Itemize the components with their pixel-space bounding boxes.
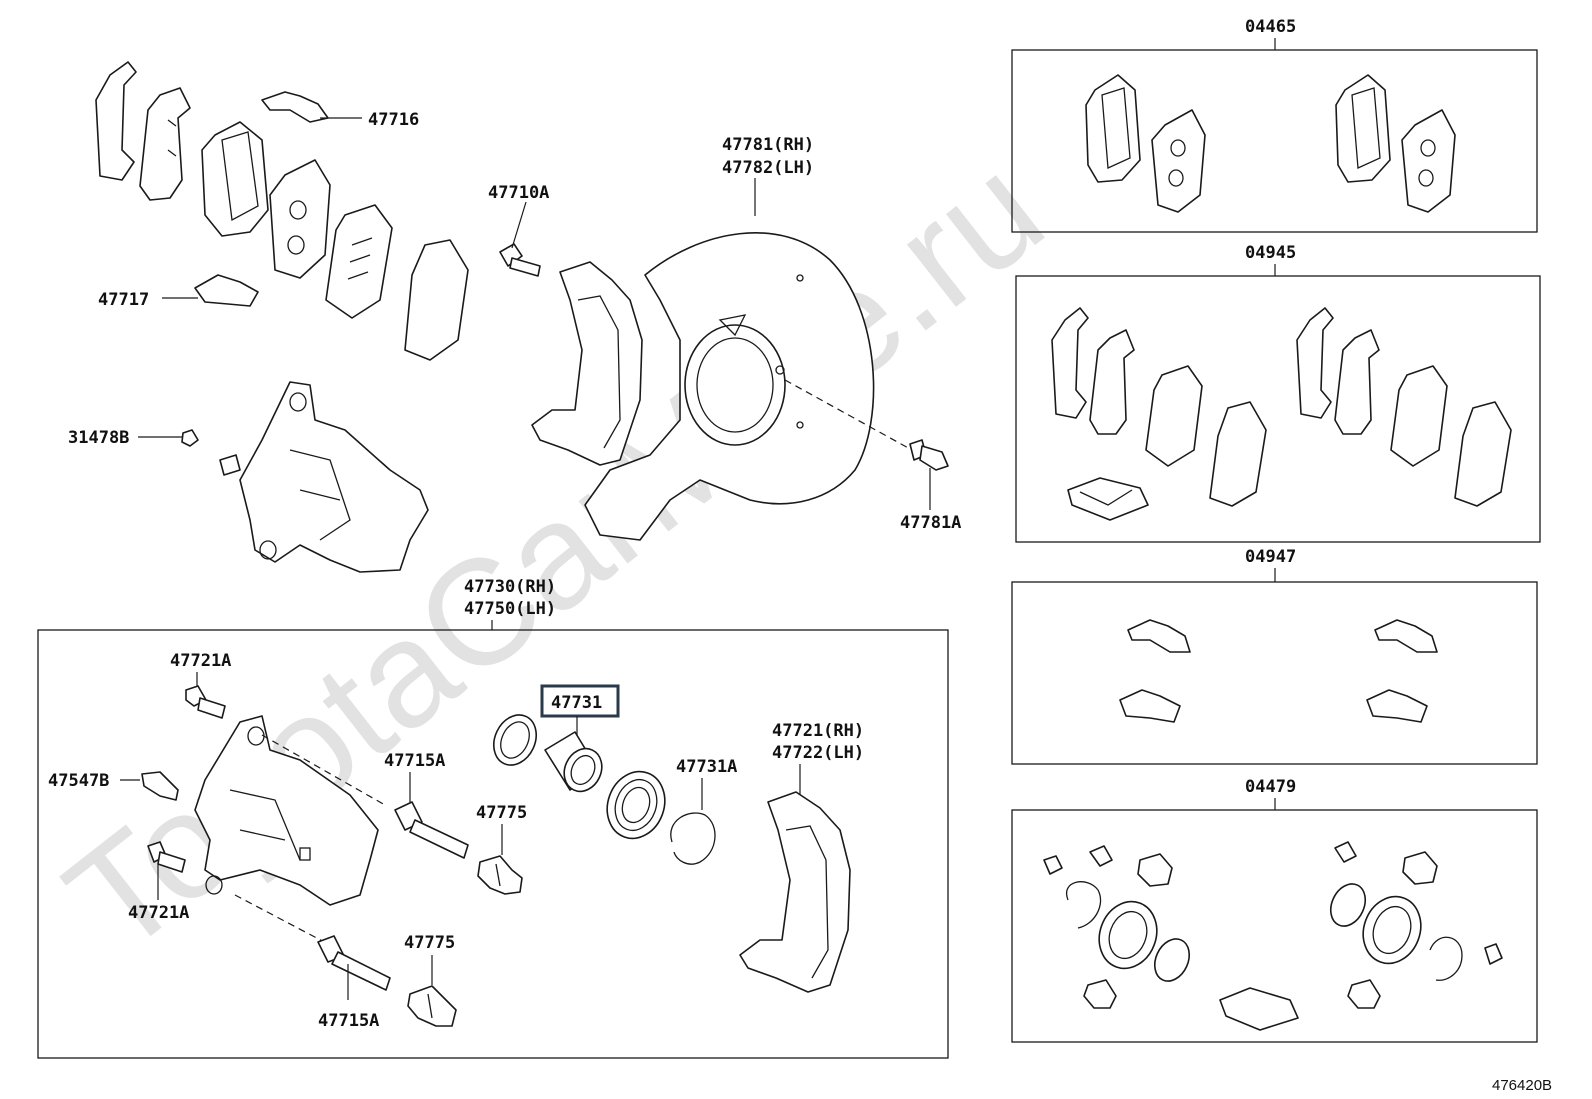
kit-box-04945 bbox=[1015, 275, 1541, 543]
part-label-47731A: 47731A bbox=[676, 757, 737, 777]
set-ring-47731A bbox=[670, 812, 716, 865]
slide-pin-47715A-top bbox=[394, 801, 469, 859]
part-label-47730-rh: 47730(RH) bbox=[464, 577, 556, 597]
part-label-47750-lh: 47750(LH) bbox=[464, 599, 556, 619]
piston-boot bbox=[606, 770, 666, 840]
kit-box-04947 bbox=[1011, 581, 1538, 765]
caliper-mounting-bracket-top bbox=[531, 261, 643, 466]
part-label-47715A-top: 47715A bbox=[384, 751, 445, 771]
kit-box-04465 bbox=[1011, 49, 1538, 233]
clip-47716 bbox=[261, 91, 329, 123]
part-label-47717: 47717 bbox=[98, 290, 149, 310]
cylinder-piston-47731 bbox=[544, 731, 603, 793]
kit-number-04479: 04479 bbox=[1245, 777, 1296, 797]
part-label-47775-top: 47775 bbox=[476, 803, 527, 823]
bolt-47781A bbox=[909, 439, 949, 471]
seal-kit-parts-04479 bbox=[1043, 841, 1503, 1031]
part-label-47721-rh: 47721(RH) bbox=[772, 721, 864, 741]
part-label-47781-rh: 47781(RH) bbox=[722, 135, 814, 155]
part-label-47721A-bottom: 47721A bbox=[128, 903, 189, 923]
part-label-47731: 47731 bbox=[551, 693, 602, 713]
shim-kit-parts-04945 bbox=[1051, 307, 1512, 521]
pin-boot-47775-top bbox=[477, 855, 523, 895]
slide-pin-47715A-bottom bbox=[317, 935, 391, 991]
part-label-47775-bottom: 47775 bbox=[404, 933, 455, 953]
disc-brake-dust-cover bbox=[584, 232, 875, 541]
kit-number-04465: 04465 bbox=[1245, 17, 1296, 37]
part-label-47710A: 47710A bbox=[488, 183, 549, 203]
watermark: ToyotaCarMine.ru bbox=[36, 124, 1072, 985]
clip-kit-parts-04947 bbox=[1119, 619, 1438, 723]
bleeder-bolt-47721A-bottom bbox=[147, 841, 186, 873]
pad-shim-group bbox=[95, 61, 469, 361]
kit-number-04945: 04945 bbox=[1245, 243, 1296, 263]
pad-kit-parts-04465 bbox=[1085, 74, 1456, 213]
part-label-47716: 47716 bbox=[368, 110, 419, 130]
part-label-47721A-top: 47721A bbox=[170, 651, 231, 671]
caliper-mounting-bracket-bottom bbox=[739, 791, 851, 993]
kit-number-04947: 04947 bbox=[1245, 547, 1296, 567]
part-label-31478B: 31478B bbox=[68, 428, 129, 448]
piston-seal bbox=[493, 714, 537, 766]
part-label-47781A: 47781A bbox=[900, 513, 961, 533]
part-label-47722-lh: 47722(LH) bbox=[772, 743, 864, 763]
clip-47717 bbox=[194, 274, 259, 307]
kit-box-04479 bbox=[1011, 809, 1538, 1043]
part-label-47782-lh: 47782(LH) bbox=[722, 158, 814, 178]
bleeder-bolt-47721A-top bbox=[185, 685, 226, 719]
highlight-box-47731 bbox=[540, 684, 620, 718]
figure-id: 476420B bbox=[1492, 1077, 1552, 1094]
part-label-47547B: 47547B bbox=[48, 771, 109, 791]
caliper-assembly-box bbox=[37, 629, 949, 1059]
bleeder-plug-47547B bbox=[141, 771, 179, 801]
caliper-assembly-top bbox=[181, 381, 429, 573]
part-label-47715A-bottom: 47715A bbox=[318, 1011, 379, 1031]
bolt-47710A bbox=[499, 243, 541, 277]
pin-boot-47775-bottom bbox=[407, 985, 457, 1027]
